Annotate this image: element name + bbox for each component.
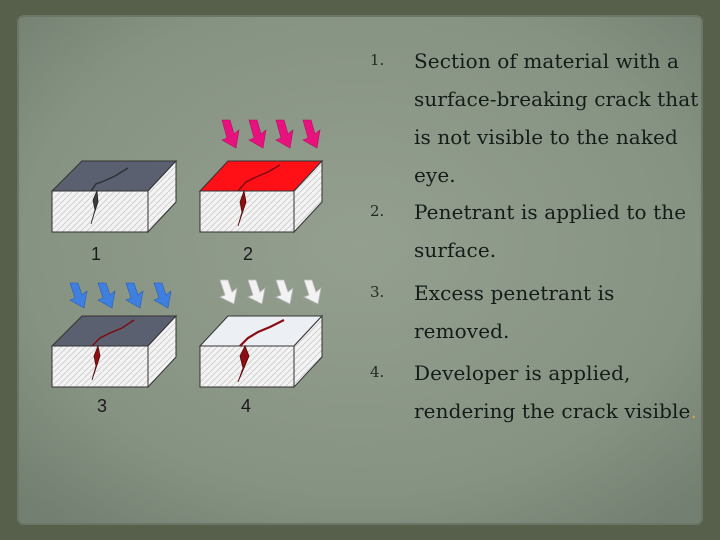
removal-arrows: [69, 282, 172, 309]
crack-1: [90, 189, 99, 225]
step-2-number: 2.: [370, 202, 385, 220]
crack-3: [91, 344, 101, 381]
material-block-4: 4: [198, 314, 324, 416]
step-1-number: 1.: [370, 51, 385, 69]
step-4-period: .: [690, 399, 697, 423]
crack-2: [237, 189, 247, 227]
developer-arrows: [219, 279, 322, 305]
step-2-text: Penetrant is applied to the surface.: [414, 200, 687, 262]
panel-label-4: 4: [241, 396, 251, 416]
panel-label-2: 2: [243, 244, 253, 264]
panel-label-3: 3: [97, 396, 107, 416]
step-4-text: Developer is applied, rendering the crac…: [414, 354, 704, 430]
step-1-text: Section of material with a surface-break…: [414, 49, 699, 187]
penetrant-arrows: [221, 119, 321, 149]
step-4-number: 4.: [370, 363, 385, 381]
material-block-3: 3: [50, 314, 178, 416]
material-block-2: 2: [198, 159, 324, 264]
crack-4: [237, 345, 250, 383]
step-3-number: 3.: [370, 283, 385, 301]
step-4-main: Developer is applied, rendering the crac…: [414, 361, 691, 423]
step-3-text: Excess penetrant is removed.: [414, 281, 615, 343]
material-block-1: 1: [50, 159, 178, 264]
slide-panel: [17, 15, 703, 525]
panel-label-1: 1: [91, 244, 101, 264]
